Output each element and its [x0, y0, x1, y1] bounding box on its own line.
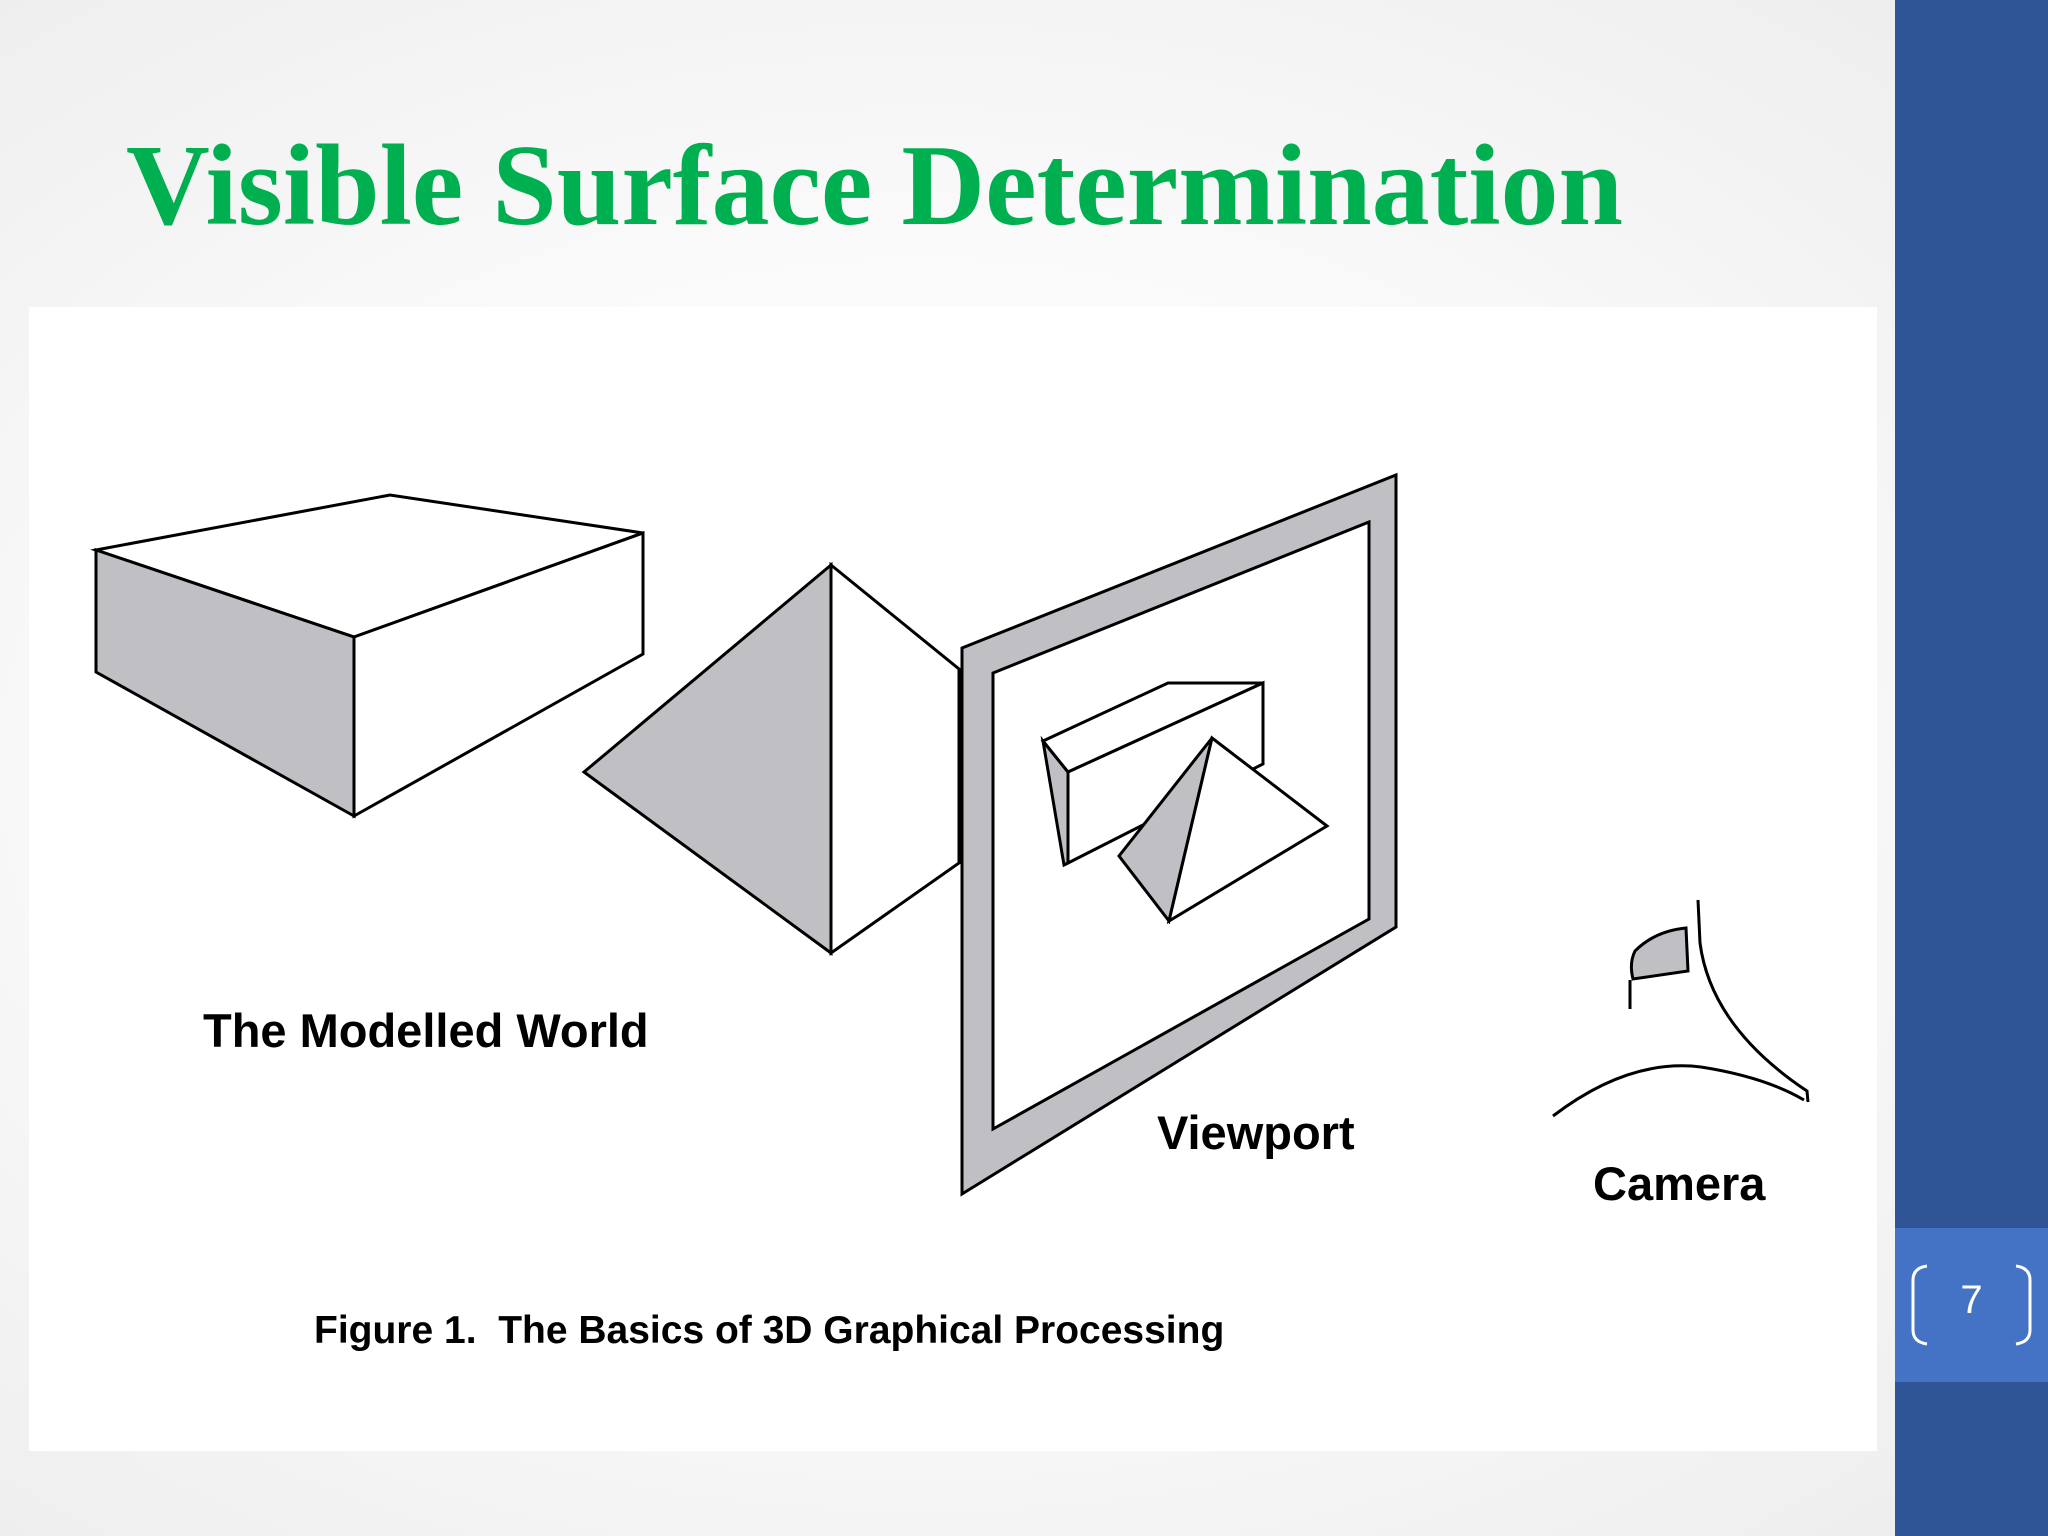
page-number: 7 — [1960, 1278, 1983, 1322]
eye-icon — [1552, 899, 1810, 1118]
label-viewport: Viewport — [1157, 1106, 1355, 1159]
label-camera: Camera — [1593, 1157, 1766, 1210]
figure-panel: The Modelled World Viewport Camera Figur… — [29, 307, 1877, 1451]
eye-iris — [1629, 926, 1690, 981]
eye-cheek-line — [1552, 1064, 1805, 1118]
box-shape — [90, 493, 645, 819]
slide-footer-text: Nipun Thapa (Computer Graphics) — [1495, 488, 1525, 887]
page-number-brackets — [1911, 1264, 2032, 1346]
figure-diagram: The Modelled World Viewport Camera Figur… — [90, 472, 1810, 1352]
page-number-band: 7 — [1895, 1228, 2048, 1382]
right-bracket — [2015, 1264, 2032, 1346]
slide-title: Visible Surface Determination — [126, 122, 1624, 250]
label-modelled-world: The Modelled World — [203, 1004, 649, 1057]
left-bracket — [1911, 1264, 1928, 1346]
figure-caption: Figure 1. The Basics of 3D Graphical Pro… — [314, 1309, 1224, 1352]
projected-box-front — [1066, 680, 1265, 866]
projected-pyramid-face — [1166, 735, 1330, 925]
eye-brow-line — [1696, 899, 1810, 1103]
viewport-frame — [960, 472, 1398, 1197]
pyramid-shape — [581, 561, 961, 956]
box-right-face — [352, 530, 645, 819]
pyramid-right-face — [829, 561, 961, 956]
